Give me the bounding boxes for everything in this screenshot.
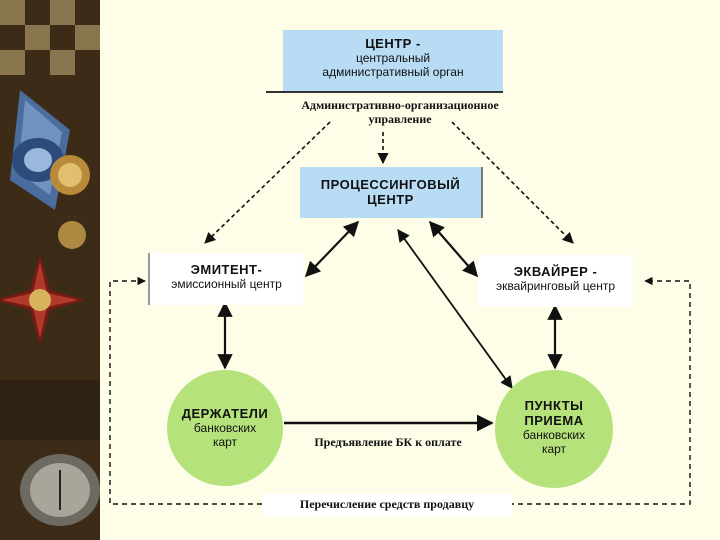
points-title1: ПУНКТЫ: [524, 398, 584, 413]
center-box: ЦЕНТР - центральный административный орг…: [283, 30, 503, 91]
processing-points-arrow: [397, 228, 513, 390]
holders-circle: ДЕРЖАТЕЛИ банковских карт: [167, 370, 283, 486]
center-line2: центральный: [355, 51, 431, 65]
acquirer-title: ЭКВАЙРЕР -: [513, 264, 598, 279]
issuer-box: ЭМИТЕНТ- эмиссионный центр: [148, 253, 303, 305]
processing-line2: ЦЕНТР: [367, 192, 414, 207]
medals-image: [0, 0, 100, 540]
transfer-label: Перечисление средств продавцу: [299, 497, 475, 511]
transfer-label-box: Перечисление средств продавцу: [262, 494, 512, 516]
holders-line2: банковских: [193, 421, 257, 435]
points-line2: банковских: [522, 428, 586, 442]
acquirer-box: ЭКВАЙРЕР - эквайринговый центр: [478, 255, 633, 307]
admin-label: Административно-организационное управлен…: [255, 98, 545, 126]
processing-line1: ПРОЦЕССИНГОВЫЙ: [320, 177, 461, 192]
admin-label-line1: Административно-организационное: [301, 98, 499, 112]
holders-title: ДЕРЖАТЕЛИ: [181, 406, 269, 421]
points-circle: ПУНКТЫ ПРИЕМА банковских карт: [495, 370, 613, 488]
center-line3: административный орган: [322, 65, 464, 79]
issuer-subtitle: эмиссионный центр: [171, 277, 282, 291]
transfer-dashed-loop: [109, 276, 691, 505]
admin-to-acquirer-arrow: [451, 121, 574, 244]
points-line3: карт: [541, 442, 567, 456]
points-title2: ПРИЕМА: [524, 413, 584, 428]
center-title: ЦЕНТР -: [365, 36, 421, 51]
admin-to-issuer-arrow: [204, 121, 331, 244]
admin-label-line2: управление: [368, 112, 432, 126]
acquirer-subtitle: эквайринговый центр: [495, 279, 616, 293]
processing-acquirer-arrow: [428, 220, 479, 278]
processing-center-box: ПРОЦЕССИНГОВЫЙ ЦЕНТР: [300, 167, 483, 218]
processing-issuer-arrow: [304, 220, 360, 278]
decorative-photo-strip: [0, 0, 100, 540]
holders-line3: карт: [212, 435, 238, 449]
presentation-label: Предъявление БК к оплате: [314, 435, 462, 449]
center-underline: [266, 91, 503, 93]
issuer-title: ЭМИТЕНТ-: [190, 262, 263, 277]
